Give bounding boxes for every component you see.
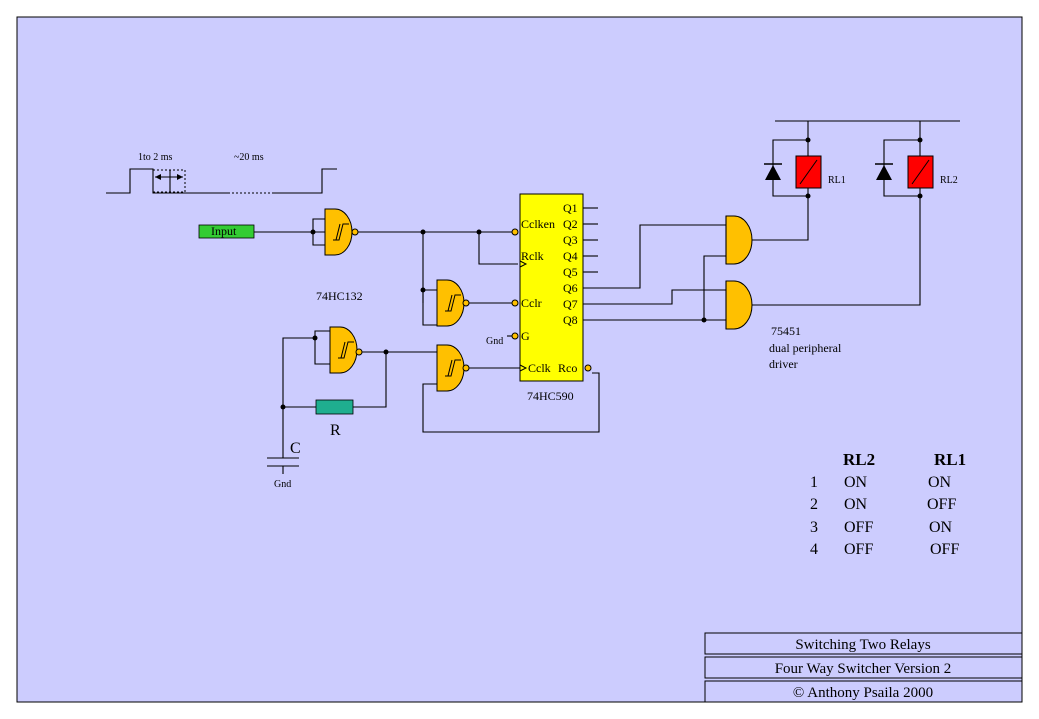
driver-label-3: driver xyxy=(769,357,798,371)
pin-q3: Q3 xyxy=(563,233,578,247)
pin-q2: Q2 xyxy=(563,217,578,231)
table-row-3-rl1: ON xyxy=(929,519,953,536)
pin-rclk: Rclk xyxy=(521,249,544,263)
title-line-1: Switching Two Relays xyxy=(795,637,930,653)
schmitt-nand-gate-4[interactable] xyxy=(436,344,470,392)
relay-rl2-coil[interactable] xyxy=(907,155,934,189)
diode-2 xyxy=(875,163,893,180)
gnd-label-cap: Gnd xyxy=(274,479,291,490)
driver-label-1: 75451 xyxy=(771,324,801,338)
junction-dots xyxy=(280,137,923,410)
pin-cclken: Cclken xyxy=(521,217,555,231)
pin-q5: Q5 xyxy=(563,265,578,279)
table-header-rl2: RL2 xyxy=(843,450,875,469)
counter-chip[interactable] xyxy=(511,193,592,382)
pin-q6: Q6 xyxy=(563,281,578,295)
timing-diagram: 1to 2 ms ~20 ms xyxy=(106,152,337,194)
table-row-3-rl2: OFF xyxy=(844,519,873,536)
table-row-2-num: 2 xyxy=(810,496,818,513)
table-row-4-rl2: OFF xyxy=(844,541,873,558)
gnd-label-g: Gnd xyxy=(486,336,503,347)
capacitor-label: C xyxy=(290,440,301,457)
counter-chip-label: 74HC590 xyxy=(527,389,574,403)
diode-1 xyxy=(764,163,782,180)
pin-rco: Rco xyxy=(558,361,577,375)
truth-table: RL2 RL1 1 ON ON 2 ON OFF 3 OFF ON 4 OFF … xyxy=(810,450,966,558)
driver-label-2: dual peripheral xyxy=(769,341,842,355)
pin-q1: Q1 xyxy=(563,201,578,215)
table-row-4-rl1: OFF xyxy=(930,541,959,558)
pin-cclr: Cclr xyxy=(521,296,542,310)
table-row-1-rl2: ON xyxy=(844,474,868,491)
relay-rl1-coil[interactable] xyxy=(795,155,822,189)
schmitt-nand-gate-3[interactable] xyxy=(329,326,363,374)
pin-q7: Q7 xyxy=(563,297,578,311)
table-header-rl1: RL1 xyxy=(934,450,966,469)
pin-cclk: Cclk xyxy=(528,361,551,375)
period-label: ~20 ms xyxy=(234,152,264,163)
table-row-1-rl1: ON xyxy=(928,474,952,491)
resistor-label: R xyxy=(330,422,341,439)
schmitt-chip-label: 74HC132 xyxy=(316,289,363,303)
pin-g: G xyxy=(521,329,530,343)
pin-q4: Q4 xyxy=(563,249,578,263)
title-line-2: Four Way Switcher Version 2 xyxy=(775,661,952,677)
table-row-2-rl2: ON xyxy=(844,496,868,513)
input-label: Input xyxy=(211,224,237,238)
pin-q8: Q8 xyxy=(563,313,578,327)
relay-rl2-label: RL2 xyxy=(940,175,958,186)
relay-rl1-label: RL1 xyxy=(828,175,846,186)
title-line-3: © Anthony Psaila 2000 xyxy=(793,685,933,701)
title-block: Switching Two Relays Four Way Switcher V… xyxy=(704,632,1023,703)
table-row-3-num: 3 xyxy=(810,519,818,536)
table-row-2-rl1: OFF xyxy=(927,496,956,513)
resistor[interactable] xyxy=(315,399,354,415)
table-row-4-num: 4 xyxy=(810,541,818,558)
schmitt-nand-gate-2[interactable] xyxy=(436,279,470,327)
driver-and-gate-2[interactable] xyxy=(725,280,753,330)
pulse-width-label: 1to 2 ms xyxy=(138,152,173,163)
schmitt-nand-gate-1[interactable] xyxy=(324,208,359,256)
table-row-1-num: 1 xyxy=(810,474,818,491)
driver-and-gate-1[interactable] xyxy=(725,215,753,265)
